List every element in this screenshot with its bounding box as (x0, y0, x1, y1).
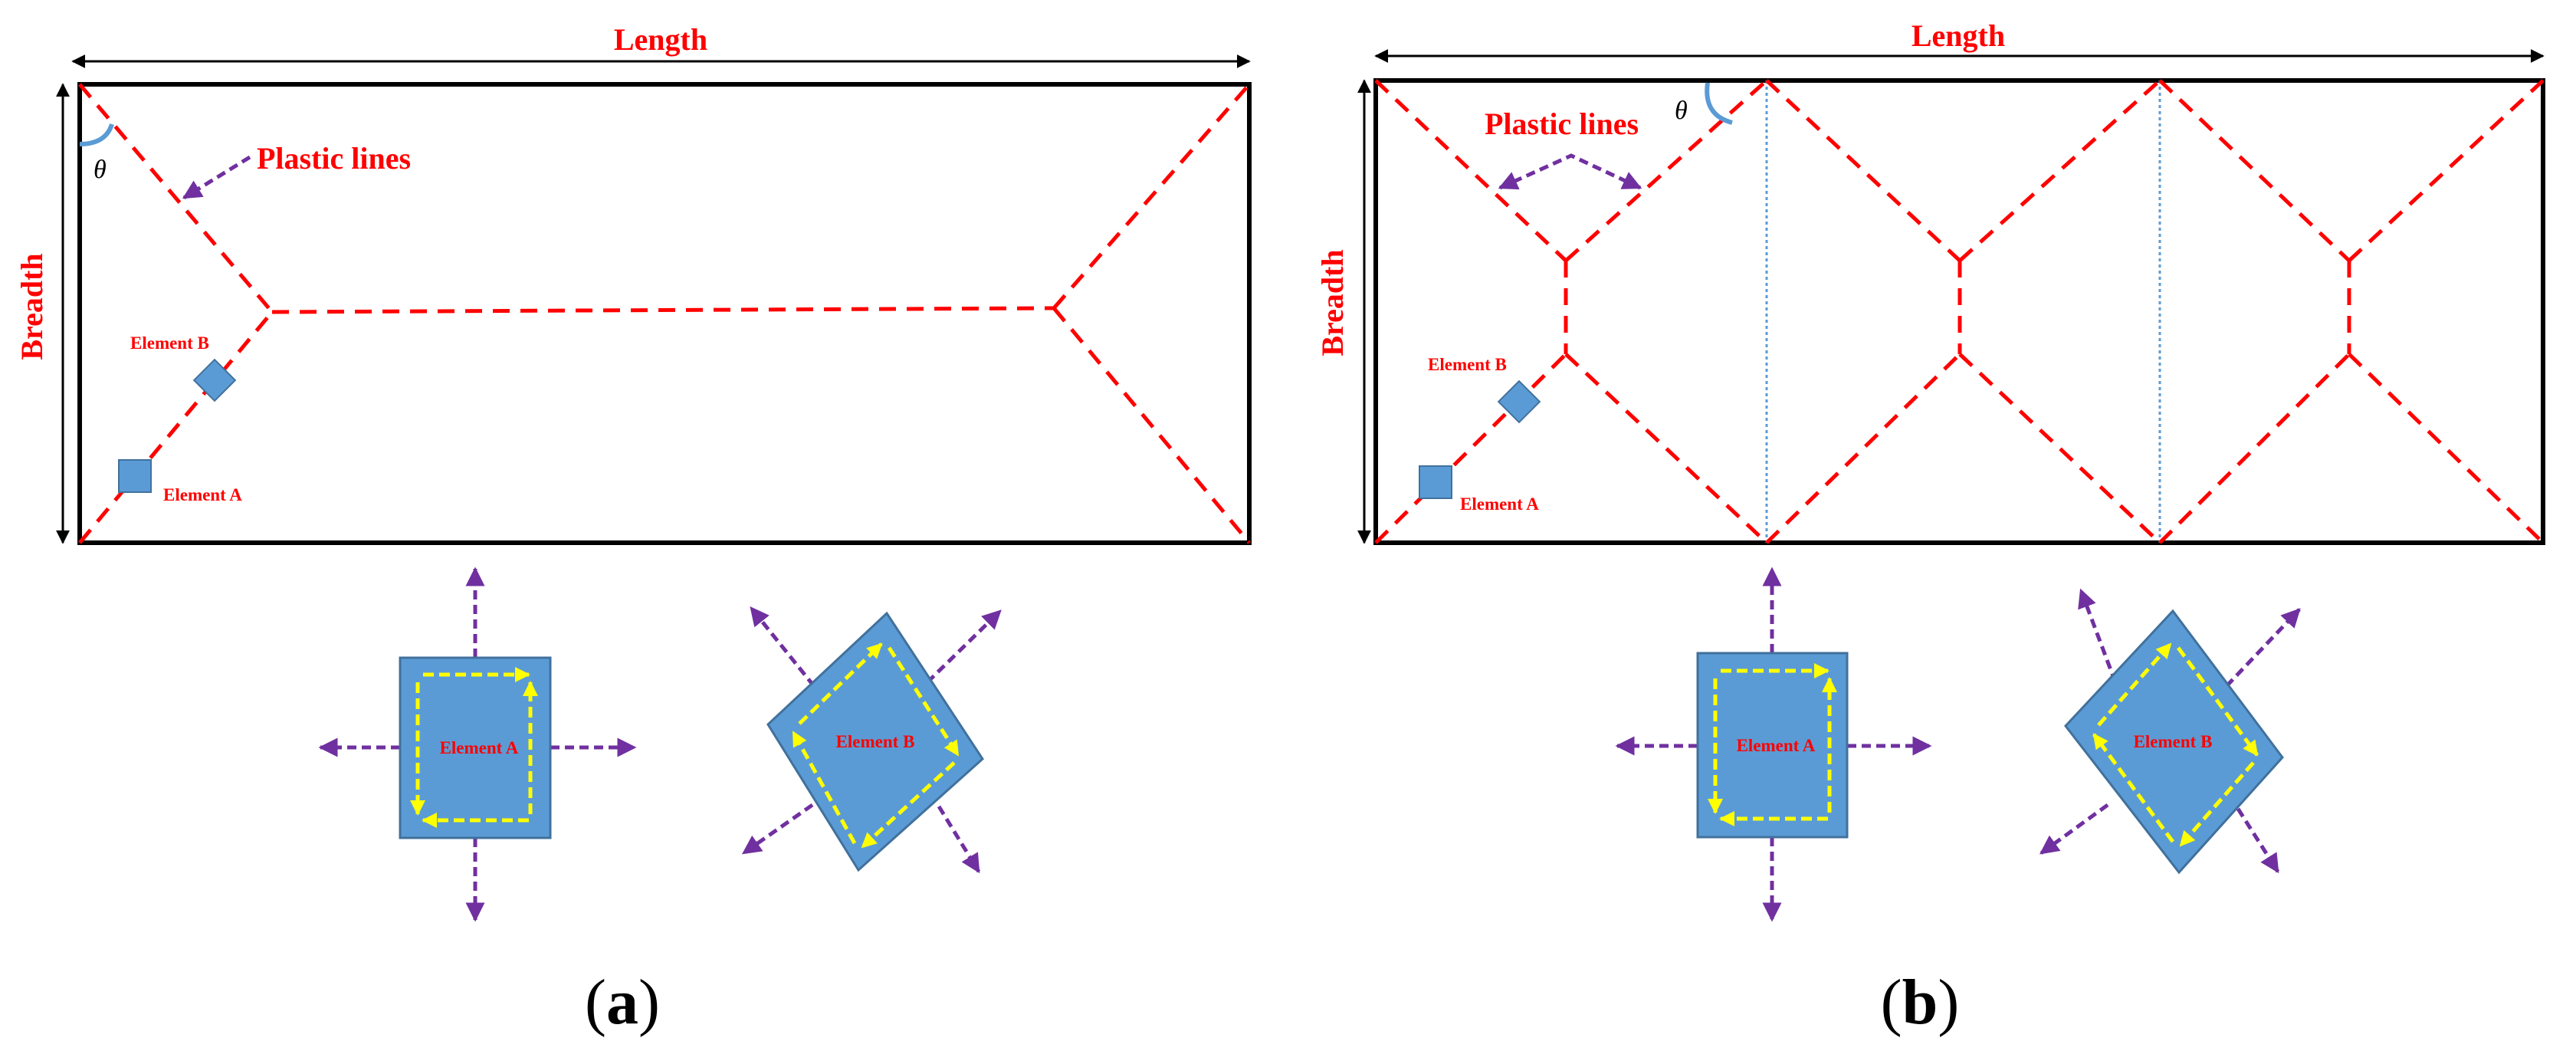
element-b-label: Element B (1428, 355, 1507, 374)
element-a-marker (1419, 465, 1452, 499)
detail-element-b-label: Element B (2134, 732, 2213, 751)
panel-dividers (1765, 80, 2161, 543)
plastic-lines-pointer-arrow (1498, 153, 1642, 190)
plastic-lines-label: Plastic lines (1485, 107, 1639, 141)
panel-b: Length Breadth (1315, 18, 2545, 1038)
plate-border (1373, 78, 2545, 545)
plate-border (77, 82, 1252, 545)
force-arrow-down-right (2236, 807, 2280, 874)
plastic-line (2348, 353, 2545, 544)
caption-b: (b) (1881, 967, 1960, 1038)
plastic-line (1564, 353, 1768, 544)
plastic-line (1564, 79, 1768, 262)
panel-a: Length Breadth θ Plastic lines Element B… (15, 22, 1252, 1038)
shear-arrows (1708, 663, 1837, 826)
plastic-line (1958, 79, 2161, 262)
shear-arrow (861, 761, 956, 849)
force-arrow-down-left (2039, 803, 2109, 856)
plastic-lines (78, 83, 1251, 544)
plastic-line (2158, 353, 2351, 544)
element-b-block (2064, 609, 2284, 875)
length-label: Length (614, 22, 707, 57)
shear-arrow (2179, 761, 2255, 847)
plastic-line (1052, 307, 1251, 544)
shear-arrow (2097, 642, 2172, 727)
plastic-line (1765, 353, 1961, 544)
plastic-lines (1374, 79, 2545, 544)
element-b-marker (192, 358, 237, 402)
detail-element-b: Element B (2039, 588, 2301, 875)
normal-force-arrows (741, 606, 1002, 874)
theta-label: θ (94, 156, 107, 184)
force-arrow-down-right (937, 805, 981, 874)
plastic-line (78, 83, 274, 314)
detail-element-a-label: Element A (440, 738, 519, 757)
element-a-label: Element A (163, 485, 242, 504)
force-arrow-up-right (926, 609, 1002, 684)
plastic-line (2158, 79, 2351, 262)
caption-letter: a (606, 967, 638, 1038)
element-a-label: Element A (1460, 494, 1539, 514)
theta-arc (1705, 82, 1733, 125)
force-arrow-up-left (2078, 588, 2118, 683)
shear-arrow (791, 731, 857, 845)
detail-element-b-label: Element B (836, 732, 915, 751)
plastic-line (271, 306, 1055, 314)
theta-arc (79, 123, 114, 146)
plastic-line (1765, 79, 1961, 262)
detail-element-b: Element B (741, 606, 1002, 874)
shear-arrow (887, 646, 960, 757)
breadth-label: Breadth (1315, 249, 1350, 356)
force-arrow-up-right (2225, 608, 2301, 688)
theta-label: θ (1675, 97, 1688, 125)
force-arrow-down-left (741, 803, 814, 856)
shear-arrows (2092, 642, 2259, 847)
element-b-label: Element B (130, 333, 209, 353)
shear-arrow (798, 642, 883, 725)
shear-arrows (410, 667, 538, 828)
plastic-line (1374, 353, 1567, 544)
shear-arrow (2176, 646, 2259, 757)
plastic-lines-label: Plastic lines (257, 141, 411, 176)
detail-element-a-label: Element A (1737, 736, 1816, 755)
breadth-label: Breadth (15, 253, 49, 360)
element-a-marker (118, 459, 152, 493)
normal-force-arrows (318, 567, 637, 922)
detail-element-a: Element A (1615, 567, 1932, 922)
shear-arrows (791, 642, 960, 849)
plastic-line (1374, 79, 1567, 262)
plastic-lines-pointer-arrow (182, 155, 251, 200)
element-b-marker (1497, 379, 1541, 424)
plastic-line (1052, 83, 1251, 310)
length-label: Length (1911, 18, 2005, 53)
detail-element-a: Element A (318, 567, 637, 922)
caption-a: (a) (585, 967, 660, 1038)
force-arrow-up-left (750, 606, 815, 688)
shear-arrow (2092, 733, 2175, 843)
plastic-line (78, 310, 274, 544)
plastic-line (2348, 79, 2545, 262)
element-b-block (766, 611, 984, 872)
normal-force-arrows (1615, 567, 1932, 922)
normal-force-arrows (2039, 588, 2301, 874)
plastic-line (1958, 353, 2161, 544)
caption-letter: b (1902, 967, 1938, 1038)
